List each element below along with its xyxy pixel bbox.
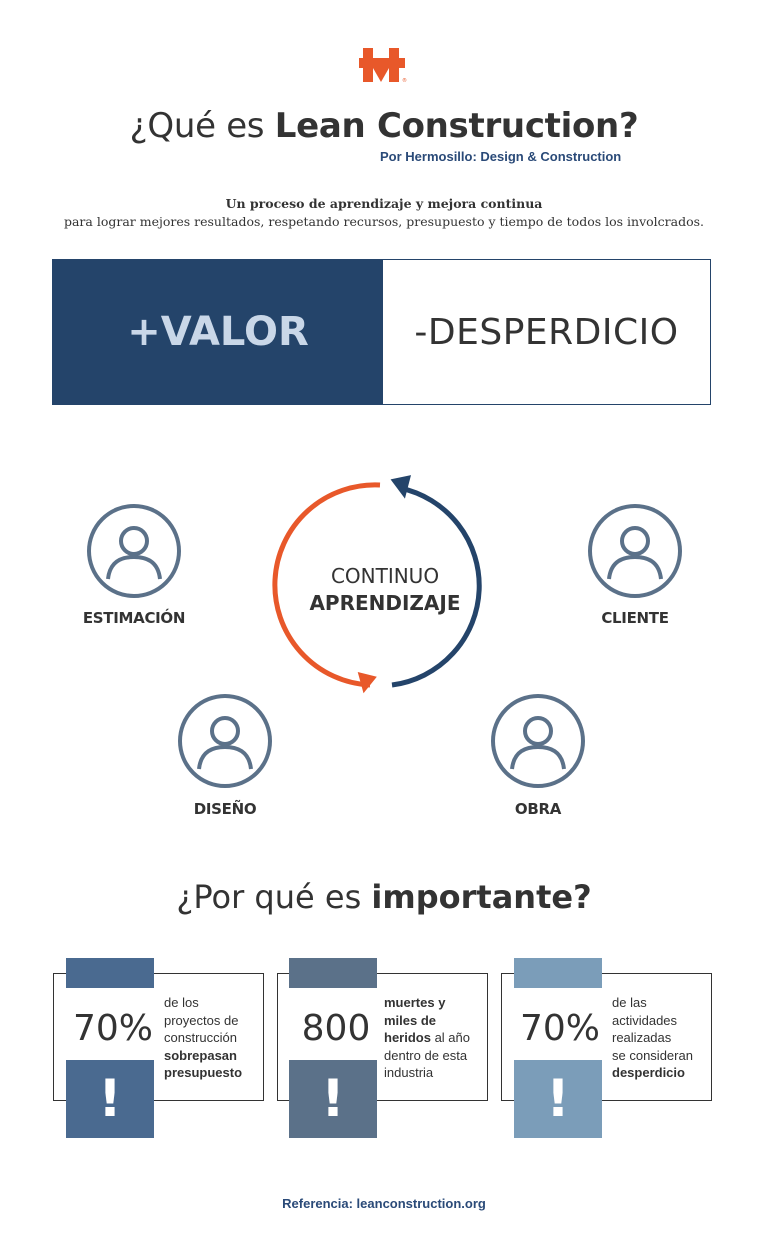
page-title: ¿Qué es Lean Construction? <box>129 106 639 146</box>
byline: Por Hermosillo: Design & Construction <box>380 149 622 164</box>
stat-tab <box>66 958 154 988</box>
minus-waste-label: -DESPERDICIO <box>414 311 679 353</box>
person-icon <box>87 504 181 598</box>
intro-line-1: Un proceso de aprendizaje y mejora conti… <box>225 196 543 211</box>
why-heading: ¿Por qué es importante? <box>176 878 592 916</box>
stat-tab <box>289 958 377 988</box>
role-diseno: DISEÑO <box>193 800 257 818</box>
cycle-label-continuo: CONTINUO <box>330 564 440 588</box>
hermosillo-logo-icon: ® <box>359 48 407 84</box>
exclamation-icon: ! <box>289 1060 377 1138</box>
stat-tab <box>514 958 602 988</box>
value-waste-banner: +VALOR -DESPERDICIO <box>52 259 711 405</box>
exclamation-icon: ! <box>514 1060 602 1138</box>
stat-value: 70% <box>60 1008 166 1049</box>
role-estimacion: ESTIMACIÓN <box>82 609 186 627</box>
stat-description: muertes y miles de heridos al año dentro… <box>384 995 471 1080</box>
svg-text:®: ® <box>402 77 407 84</box>
stat-description: de los proyectos de construcción sobrepa… <box>164 995 243 1080</box>
cycle-label-aprendizaje: APRENDIZAJE <box>309 591 461 615</box>
exclamation-icon: ! <box>66 1060 154 1138</box>
stat-value: 70% <box>507 1008 613 1049</box>
stat-value: 800 <box>286 1008 386 1049</box>
intro-line-2: para lograr mejores resultados, respetan… <box>63 214 705 229</box>
cycle-arrows-icon <box>272 475 482 694</box>
person-icon <box>491 694 585 788</box>
reference-footer: Referencia: leanconstruction.org <box>282 1196 486 1211</box>
person-icon <box>588 504 682 598</box>
stat-description: de las actividades realizadas se conside… <box>612 995 693 1080</box>
person-icon <box>178 694 272 788</box>
plus-value-label: +VALOR <box>53 260 383 404</box>
role-cliente: CLIENTE <box>601 609 669 627</box>
role-obra: OBRA <box>514 800 562 818</box>
